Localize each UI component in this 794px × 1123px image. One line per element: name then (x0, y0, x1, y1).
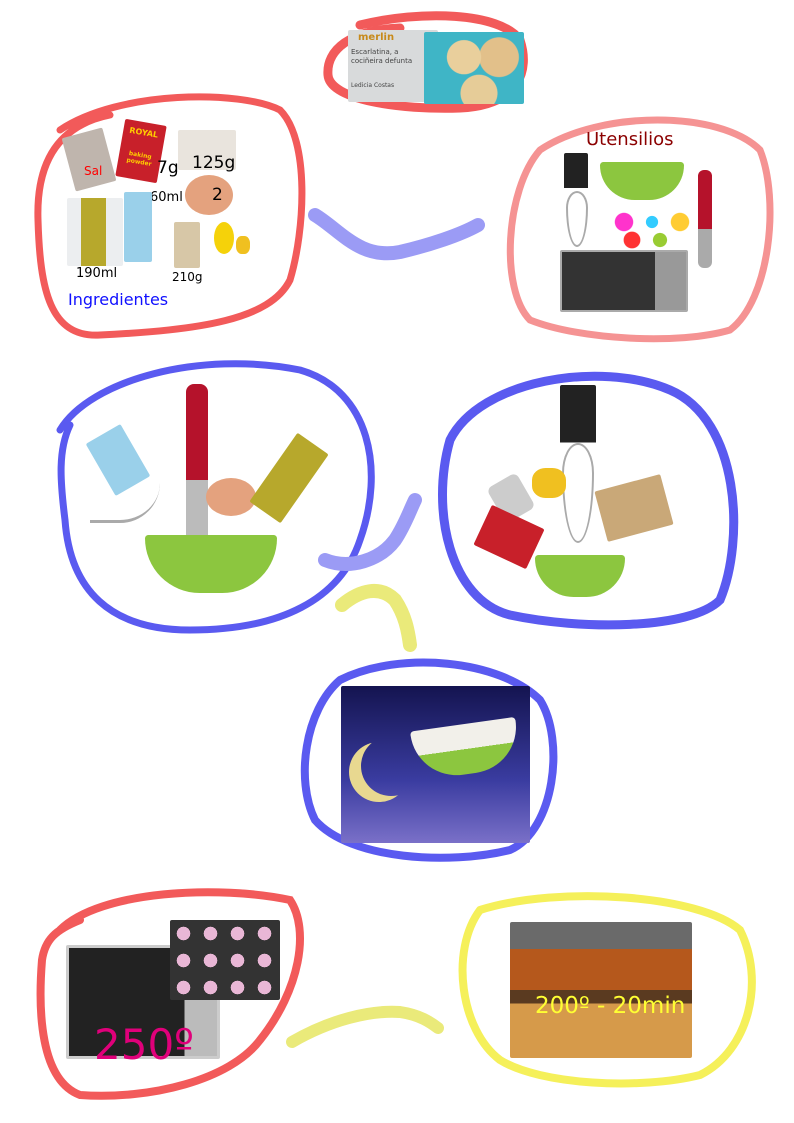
qty-7g: 7g (157, 158, 179, 178)
oven-loop (36, 888, 304, 1100)
sugar-spoon-image (90, 480, 160, 523)
utensils-title: Utensilios (586, 129, 674, 150)
silicone-cups-image (612, 210, 692, 250)
toaster-oven-image (560, 250, 688, 312)
night-rest-image (341, 686, 530, 843)
eggs-mix-image (206, 478, 256, 516)
hand-blender-image (698, 170, 712, 268)
qty-eggs: 2 (212, 185, 223, 205)
qty-125g: 125g (192, 153, 236, 173)
ingredients-loop (34, 93, 306, 339)
whisk-dry-image (560, 385, 596, 545)
bake-time-label: 200º - 20min (535, 993, 686, 1019)
bake-loop (458, 892, 756, 1088)
muffin-tray-image (170, 920, 280, 1000)
whisk-image (564, 153, 588, 247)
baking-powder-label: baking powder (125, 149, 153, 168)
royal-label: ROYAL (128, 125, 159, 140)
connector-yellow-1 (335, 583, 417, 652)
book-cover-image: merlin Escarlatina, a cociñeira defunta … (348, 30, 438, 102)
hand-blender-mix-image (186, 384, 208, 544)
covered-bowl-icon (410, 716, 522, 782)
mix-loop (56, 360, 375, 634)
qty-210g: 210g (172, 270, 203, 284)
muffins-image (424, 32, 524, 104)
utensils-loop (506, 116, 774, 343)
qty-60ml: 60ml (150, 190, 183, 205)
oven-temp-250: 250º (94, 1020, 194, 1069)
baking-muffins-image (510, 922, 692, 1058)
cover-loop (323, 11, 528, 113)
dry-loop (438, 371, 739, 630)
egg-image (185, 175, 233, 215)
connector-yellow-2 (286, 1005, 444, 1048)
night-loop (300, 658, 558, 862)
cover-author: Ledicia Costas (351, 82, 395, 89)
cover-title: Escarlatina, a cociñeira defunta (351, 48, 413, 65)
connector-blue-2 (318, 493, 422, 571)
lemon-zest-dry-image (532, 468, 566, 498)
flour-image (174, 222, 200, 268)
ingredients-title: Ingredientes (68, 290, 169, 309)
milk-carton-image (124, 192, 152, 262)
oil-bottle-image (67, 198, 123, 266)
lemon-zest-image (236, 236, 250, 254)
qty-190ml: 190ml (76, 266, 118, 281)
cover-brand: merlin (358, 32, 395, 43)
salt-label: Sal (84, 164, 103, 178)
sugar-image (178, 130, 236, 170)
lemon-image (214, 222, 234, 254)
connector-blue-1 (308, 208, 485, 261)
